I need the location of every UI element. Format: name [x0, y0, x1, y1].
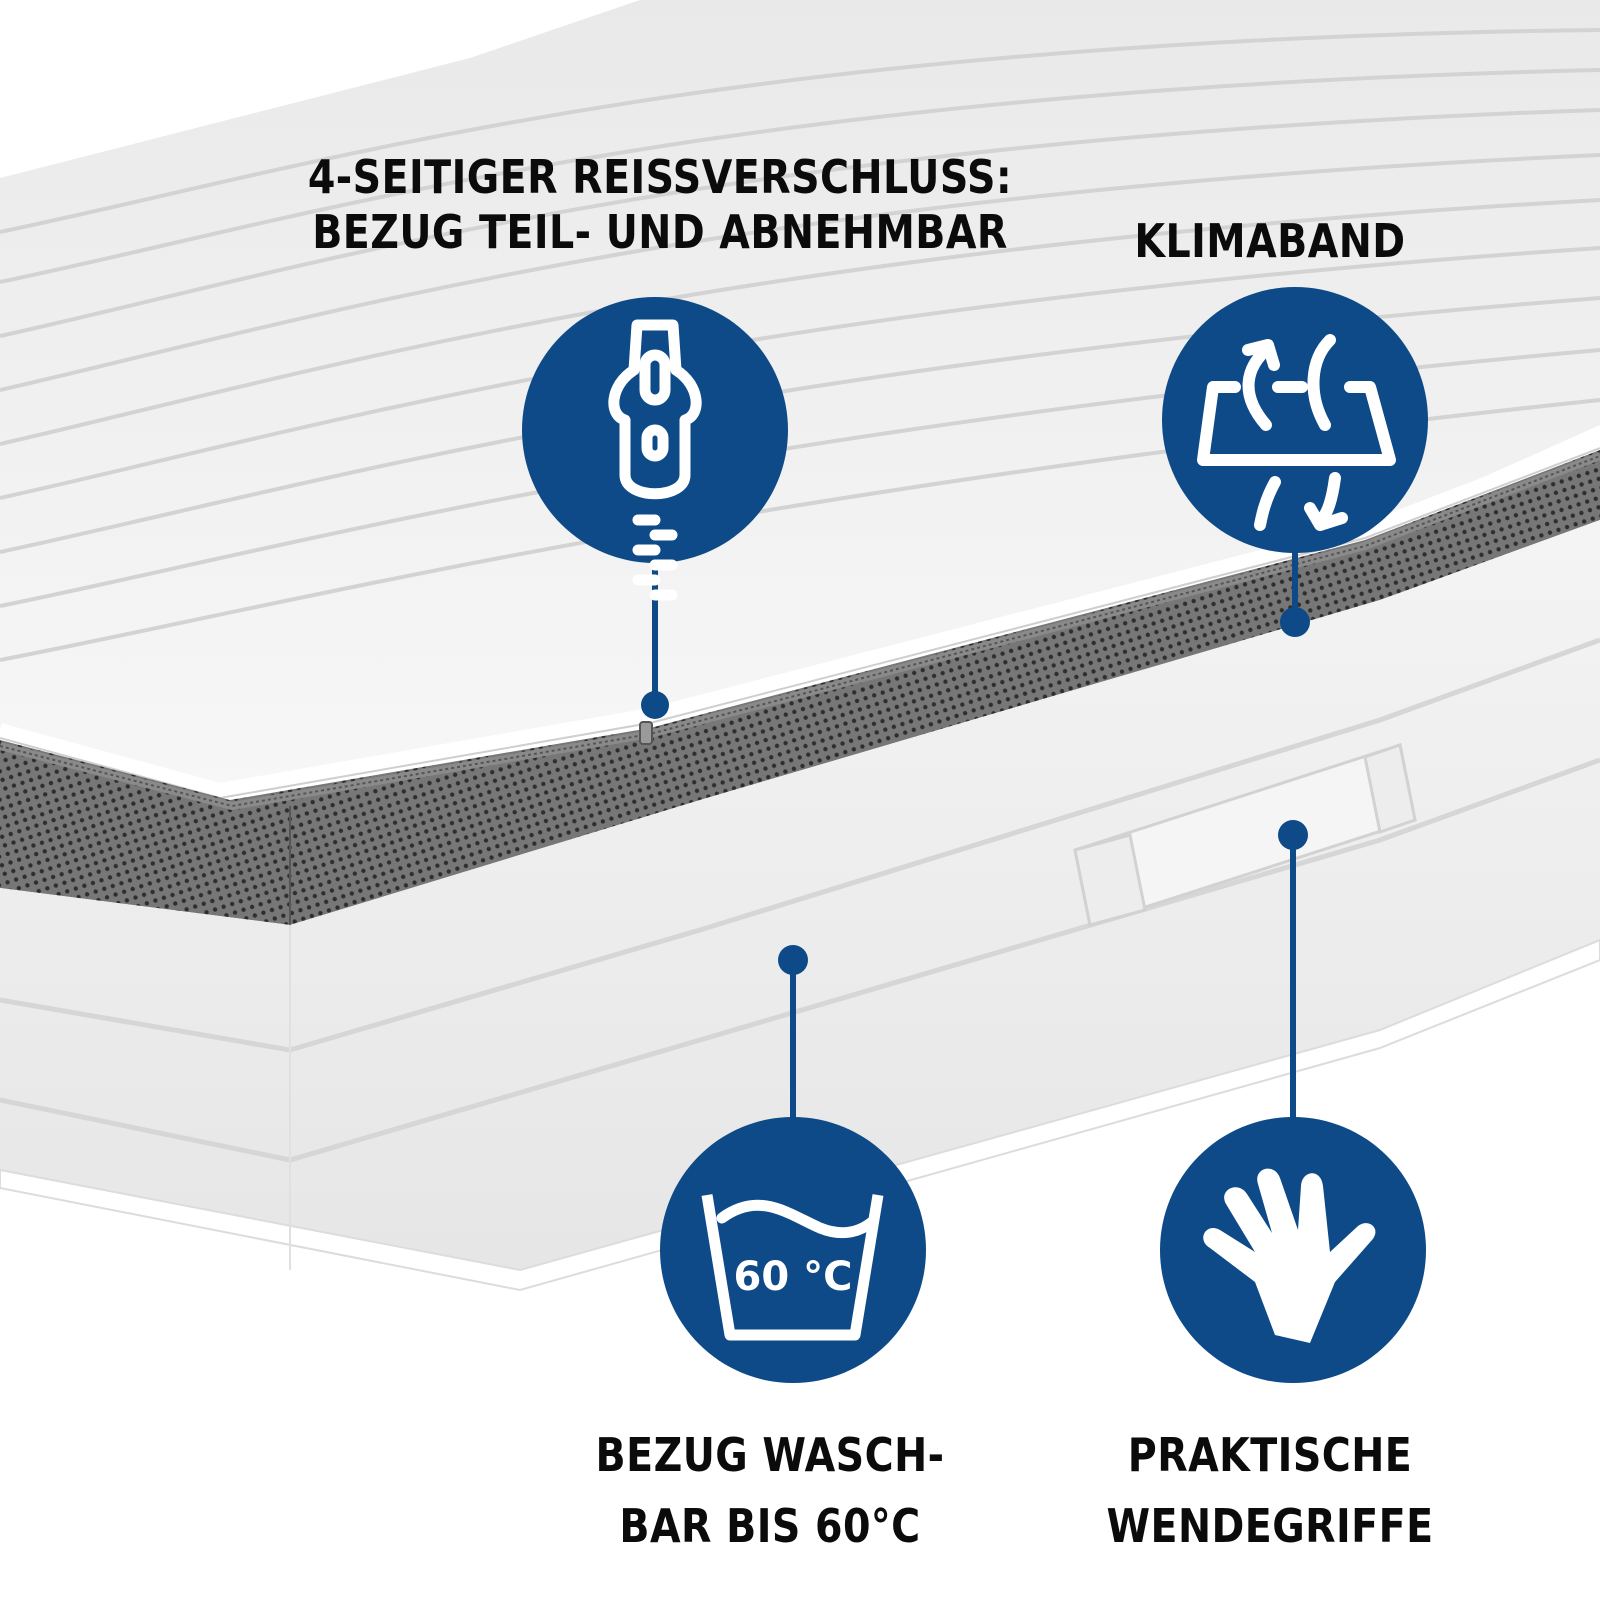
feature-label-hand: PRAKTISCHE WENDEGRIFFE [1089, 1420, 1450, 1563]
feature-label-line: WENDEGRIFFE [1106, 1499, 1434, 1554]
wash-60-icon: 60 °C [701, 1194, 884, 1341]
feature-label-zipper: 4-SEITIGER REISSVERSCHLUSS: BEZUG TEIL- … [264, 150, 1055, 260]
feature-label-line: BEZUG TEIL- UND ABNEHMBAR [312, 205, 1008, 260]
feature-label-line: PRAKTISCHE [1127, 1428, 1413, 1482]
zipper-icon [608, 319, 702, 601]
air-circulation-icon [1197, 334, 1396, 531]
callout-wash: 60 °C [660, 945, 926, 1383]
feature-label-line: KLIMABAND [1134, 214, 1406, 268]
turning-handle [1073, 743, 1417, 927]
wash-temperature: 60 °C [734, 1254, 853, 1300]
callout-zipper [522, 297, 788, 719]
zipper-pull [639, 721, 653, 745]
feature-label-line: BAR BIS 60°C [619, 1499, 921, 1554]
callout-hand [1160, 820, 1426, 1383]
feature-label-wash: BEZUG WASCH- BAR BIS 60°C [555, 1420, 985, 1563]
callout-klima [1162, 287, 1428, 637]
climate-mesh-band [0, 450, 1600, 925]
feature-label-klima: KLIMABAND [1107, 214, 1434, 269]
feature-label-line: BEZUG WASCH- [595, 1428, 945, 1482]
hand-icon [1203, 1168, 1376, 1343]
mattress-core [0, 520, 1600, 1292]
feature-label-line: 4-SEITIGER REISSVERSCHLUSS: [307, 150, 1013, 204]
